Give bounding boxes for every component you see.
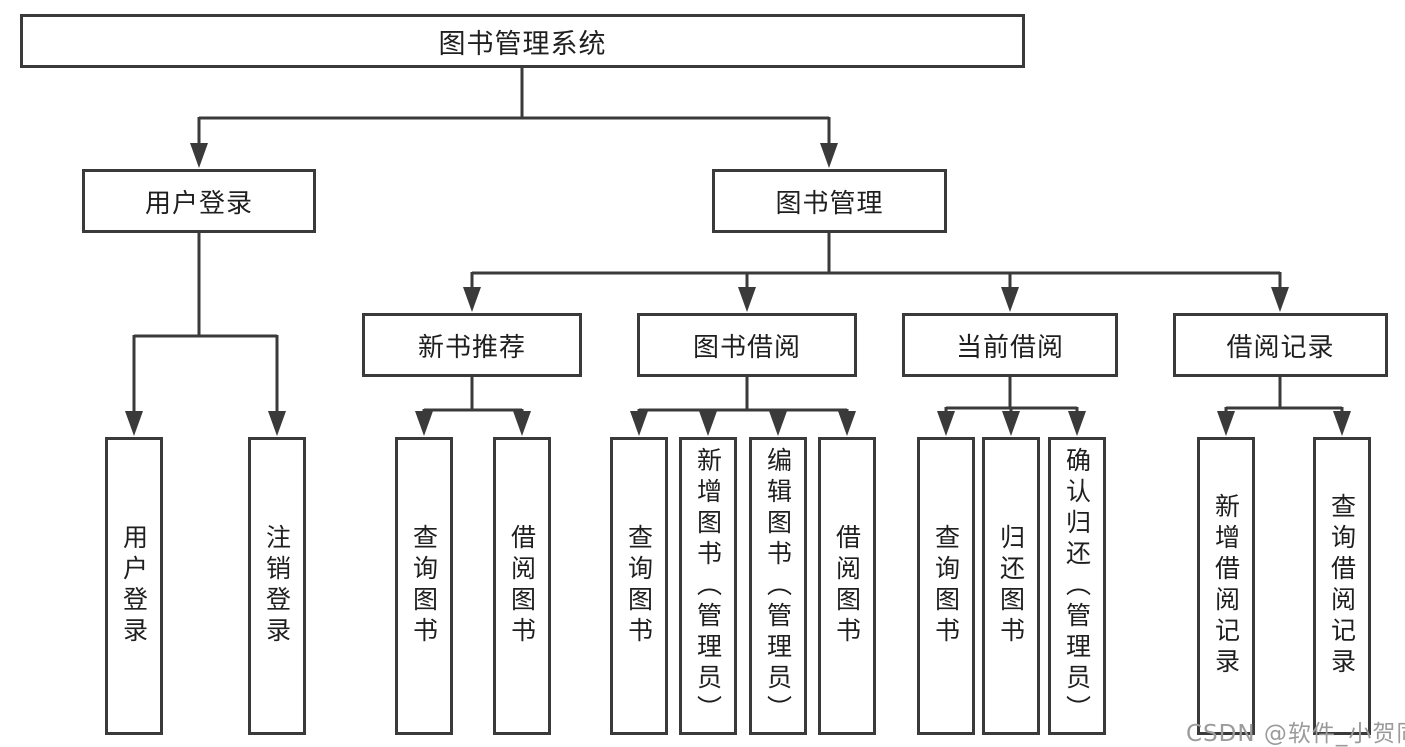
leaf-add-book-admin-label: 新增图书（管理员）: [693, 446, 723, 726]
leaf-query-book-2-label: 查询图书: [624, 524, 654, 648]
leaf-query-book-3: 查询图书: [917, 437, 975, 735]
node-current-borrow-label: 当前借阅: [955, 332, 1064, 363]
node-user-login-group-label: 用户登录: [144, 188, 253, 219]
node-book-management-label: 图书管理: [775, 188, 884, 219]
leaf-query-borrow-record: 查询借阅记录: [1313, 437, 1371, 735]
node-borrow-records-label: 借阅记录: [1226, 332, 1335, 363]
leaf-return-book-label: 归还图书: [996, 524, 1026, 648]
leaf-borrow-book-2: 借阅图书: [818, 437, 876, 735]
node-new-book-recommend-label: 新书推荐: [417, 332, 526, 363]
leaf-query-book-1-label: 查询图书: [409, 524, 439, 648]
node-root-label: 图书管理系统: [438, 28, 607, 60]
leaf-edit-book-admin: 编辑图书（管理员）: [749, 437, 807, 735]
leaf-user-login: 用户登录: [105, 437, 163, 735]
leaf-query-book-2: 查询图书: [610, 437, 668, 735]
node-user-login-group: 用户登录: [82, 169, 316, 233]
leaf-return-book: 归还图书: [982, 437, 1040, 735]
leaf-borrow-book-1: 借阅图书: [493, 437, 551, 735]
leaf-logout-label: 注销登录: [262, 524, 292, 648]
node-book-borrow-label: 图书借阅: [692, 332, 801, 363]
leaf-edit-book-admin-label: 编辑图书（管理员）: [763, 446, 793, 726]
leaf-query-borrow-record-label: 查询借阅记录: [1327, 493, 1357, 679]
leaf-user-login-label: 用户登录: [119, 524, 149, 648]
csdn-watermark: CSDN @软件_小贺同学: [1186, 721, 1405, 747]
node-current-borrow: 当前借阅: [902, 313, 1118, 377]
node-book-management: 图书管理: [712, 169, 947, 233]
leaf-add-book-admin: 新增图书（管理员）: [679, 437, 737, 735]
node-new-book-recommend: 新书推荐: [362, 313, 582, 377]
leaf-add-borrow-record: 新增借阅记录: [1197, 437, 1255, 735]
leaf-query-book-1: 查询图书: [395, 437, 453, 735]
leaf-add-borrow-record-label: 新增借阅记录: [1211, 493, 1241, 679]
leaf-borrow-book-1-label: 借阅图书: [507, 524, 537, 648]
leaf-confirm-return-admin: 确认归还（管理员）: [1048, 437, 1106, 735]
leaf-query-book-3-label: 查询图书: [931, 524, 961, 648]
node-borrow-records: 借阅记录: [1173, 313, 1388, 377]
leaf-confirm-return-admin-label: 确认归还（管理员）: [1062, 446, 1092, 726]
leaf-logout: 注销登录: [248, 437, 306, 735]
leaf-borrow-book-2-label: 借阅图书: [832, 524, 862, 648]
node-book-borrow: 图书借阅: [637, 313, 857, 377]
node-root-system: 图书管理系统: [20, 14, 1025, 68]
